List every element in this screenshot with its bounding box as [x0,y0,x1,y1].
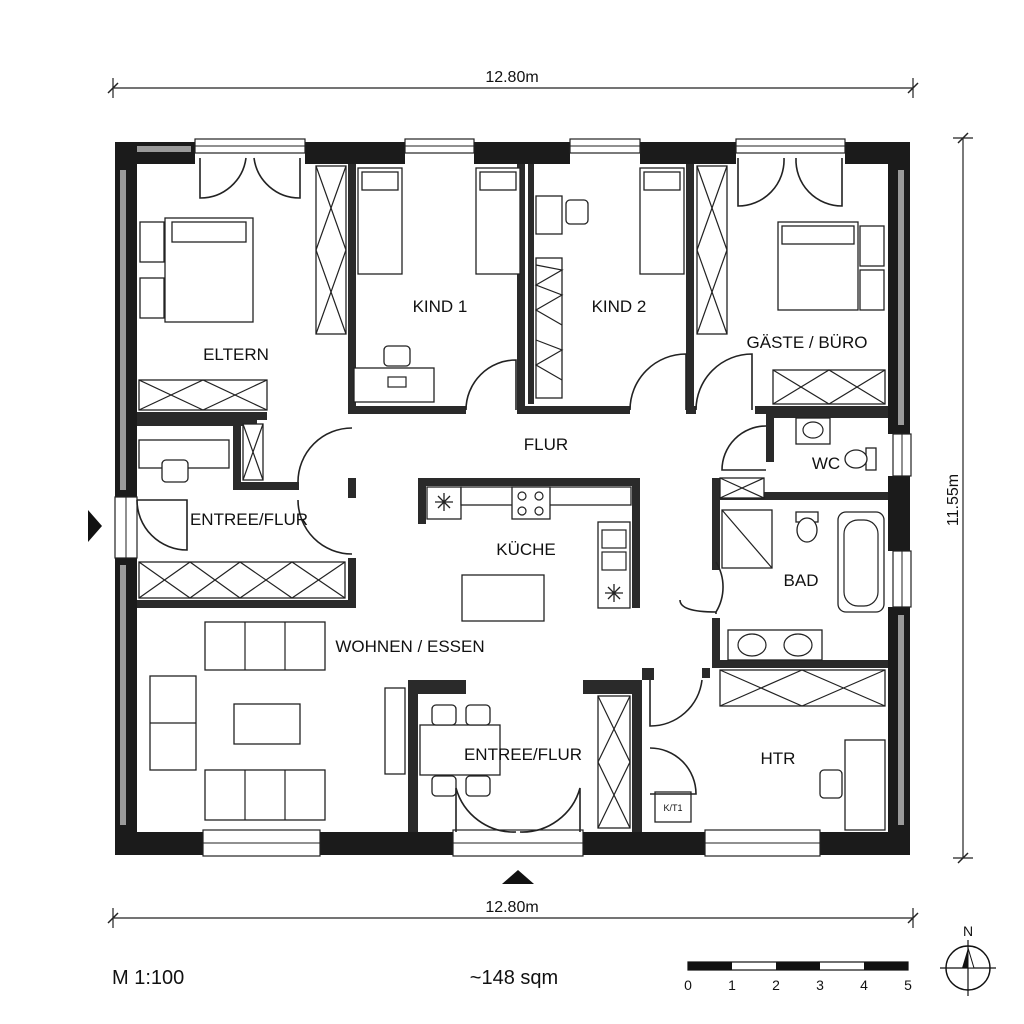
scale-tick-5: 5 [904,977,912,993]
area-label: ~148 sqm [470,967,558,989]
room-label-entree-west: ENTREE/FLUR [190,510,308,529]
bottom-dimension-label: 12.80m [485,899,538,916]
right-dimension-label: 11.55m [945,474,962,526]
doors [136,157,843,833]
top-dimension-label: 12.80m [485,69,538,86]
interior-walls [137,164,888,832]
room-label-kind1: KIND 1 [413,297,468,316]
room-label-wohnen: WOHNEN / ESSEN [335,637,484,656]
bottom-dimension-line [107,908,919,928]
scale-bar [687,961,909,971]
scale-tick-4: 4 [860,977,868,993]
right-dimension-line [953,132,973,864]
room-label-gaeste: GÄSTE / BÜRO [747,333,868,352]
windows [114,138,912,857]
scale-tick-3: 3 [816,977,824,993]
wardrobes [138,165,886,829]
desks [138,195,886,831]
room-label-wc: WC [812,454,840,473]
room-label-eltern: ELTERN [203,345,269,364]
room-label-kueche: KÜCHE [496,540,556,559]
room-label-htr: HTR [761,749,796,768]
room-label-kind2: KIND 2 [592,297,647,316]
kitchen [426,486,632,622]
beds [139,167,885,323]
scale-tick-2: 2 [772,977,780,993]
top-dimension-line [107,78,919,98]
room-label-flur: FLUR [524,435,568,454]
scale-tick-1: 1 [728,977,736,993]
west-entrance-arrow [88,510,102,542]
htr-box-label: K/T1 [663,803,682,813]
scale-tick-0: 0 [684,977,692,993]
south-entrance-arrow [502,870,534,884]
bathroom-fixtures [721,417,885,661]
room-label-entree-south: ENTREE/FLUR [464,745,582,764]
north-arrow-icon [940,940,996,996]
living-furniture [149,621,501,821]
scale-label: M 1:100 [112,967,184,989]
north-label: N [963,923,973,939]
exterior-walls [115,142,910,855]
room-label-bad: BAD [784,571,819,590]
